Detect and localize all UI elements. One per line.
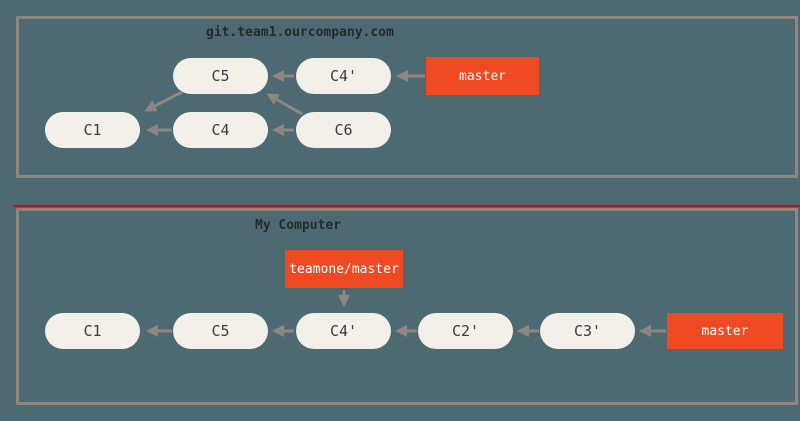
commit-node-c4p-local: C4' (296, 313, 391, 349)
branch-label-master-remote: master (426, 57, 539, 95)
branch-label-teamone-master: teamone/master (285, 250, 403, 288)
remote-server-title: git.team1.ourcompany.com (206, 25, 394, 40)
commit-node-c4-remote: C4 (173, 112, 268, 148)
commit-node-c2p-local: C2' (418, 313, 513, 349)
commit-node-c1-remote: C1 (45, 112, 140, 148)
commit-node-c6-remote: C6 (296, 112, 391, 148)
commit-node-c1-local: C1 (45, 313, 140, 349)
red-divider-line (13, 205, 800, 207)
panel-remote-server (16, 16, 798, 178)
panel-my-computer (16, 208, 798, 405)
commit-node-c5-local: C5 (173, 313, 268, 349)
commit-node-c4p-remote: C4' (296, 58, 391, 94)
commit-node-c5-remote: C5 (173, 58, 268, 94)
branch-label-master-local: master (667, 313, 783, 349)
commit-node-c3p-local: C3' (540, 313, 635, 349)
my-computer-title: My Computer (255, 218, 342, 233)
